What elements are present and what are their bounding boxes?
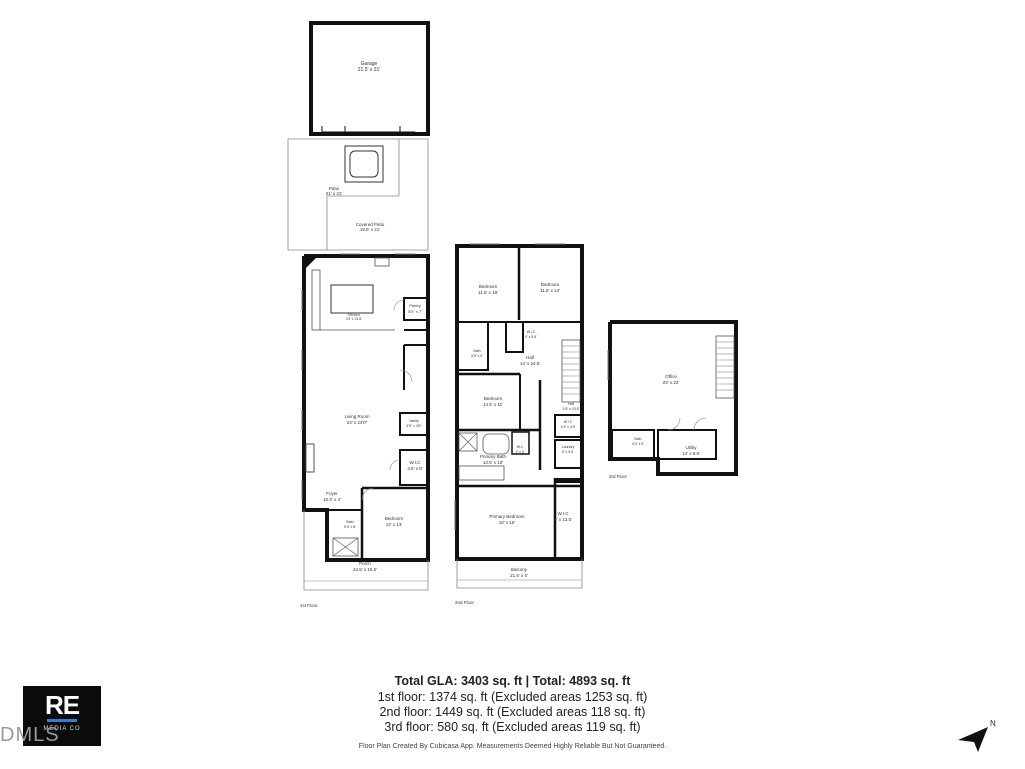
logo-accent-bar — [47, 719, 77, 722]
third-floor-area: 3rd floor: 580 sq. ft (Excluded areas 11… — [384, 720, 641, 734]
primary-bedroom-name: Primary Bedroom — [489, 514, 524, 519]
first-floor-walls — [301, 253, 430, 562]
vanity-dims: 4'5" x 4'5" — [406, 424, 422, 428]
laundry-dims: 6' x 6.5' — [562, 450, 574, 454]
logo-subtext: MEDIA CO — [43, 726, 81, 732]
primary-bath-name: Primary Bath — [480, 454, 507, 459]
bedroom1-name: Bedroom — [385, 516, 404, 521]
primary-bath-dims: 13.5' x 10' — [483, 460, 503, 465]
north-arrow-icon: N — [958, 719, 996, 752]
kitchen-name: Kitchen — [348, 313, 360, 317]
wic2c-name: W.I.C — [558, 511, 570, 516]
second-floor-area: 2nd floor: 1449 sq. ft (Excluded areas 1… — [379, 705, 646, 719]
laundry-name: Laundry — [562, 445, 575, 449]
covered-patio-name: Covered Patio — [356, 222, 385, 227]
first-floor-label: 1st Floor — [300, 603, 318, 608]
office-name: Office — [665, 374, 677, 379]
office-dims: 23' x 22' — [663, 380, 680, 385]
patio-dims: 21' x 21' — [326, 191, 343, 196]
hall2b-dims: 5.5' x 20.5' — [563, 407, 580, 411]
balcony-name: Balcony — [511, 567, 528, 572]
logo-text: RE — [44, 690, 80, 720]
bedroom2b-dims: 11.5' x 14' — [540, 288, 560, 293]
second-floor-plan: Bedroom 11.5' x 18' Bedroom 11.5' x 14' … — [454, 243, 584, 605]
hall2-dims: 14' x 24.5' — [520, 361, 540, 366]
stairs-2nd — [561, 339, 581, 403]
second-floor-label: 2nd Floor — [455, 600, 475, 605]
pantry-dims: 5'5" x 7' — [408, 309, 422, 314]
first-floor-area: 1st floor: 1374 sq. ft (Excluded areas 1… — [377, 690, 648, 704]
bedroom2b-name: Bedroom — [541, 282, 560, 287]
bedroom2a-name: Bedroom — [479, 284, 498, 289]
dmls-watermark: DMLS — [0, 724, 60, 746]
foyer-dims: 10.5' x 4' — [323, 497, 341, 502]
wic2c-dims: 4' x 13.5' — [554, 517, 572, 522]
living-room-dims: 23' x 24'0" — [347, 420, 368, 425]
garage-room: Garage 21.5' x 21' — [309, 21, 430, 136]
porch-dims: 24.5' x 15.5' — [353, 567, 377, 572]
patio-area: Patio 21' x 21' Covered Patio 18.5' x 21… — [287, 138, 429, 251]
bedroom2c-dims: 14.5' x 11' — [483, 402, 503, 407]
bath1-name: Bath — [346, 520, 353, 524]
wic2a-name: W.I.C — [527, 330, 536, 334]
wic2b-name: W.I.C — [564, 420, 573, 424]
re-media-logo: RE MEDIA CO — [23, 686, 101, 746]
patio-name: Patio — [329, 186, 340, 191]
bath1-dims: 5.5' x 8' — [344, 525, 356, 529]
utility-name: Utility — [686, 445, 698, 450]
hall2b-name: Hall — [568, 402, 574, 406]
foyer-name: Foyer — [326, 491, 338, 496]
vanity-name: Vanity — [409, 419, 419, 423]
covered-patio-dims: 18.5' x 21' — [360, 227, 380, 232]
third-floor-label: 3rd Floor — [609, 474, 628, 479]
porch-name: Porch — [359, 561, 371, 566]
second-floor-labels: Bedroom 11.5' x 18' Bedroom 11.5' x 14' … — [455, 282, 580, 605]
garage-name: Garage — [361, 61, 378, 67]
wic2a-dims: 4' x 5.5' — [525, 335, 537, 339]
wc-dims: 3' x 5' — [516, 450, 525, 454]
third-floor-labels: Office 23' x 22' Bath 9.5' x 5' Utility … — [609, 374, 700, 479]
wic1-name: W.I.C — [410, 460, 422, 465]
kitchen-dims: 23' x 13.5' — [346, 317, 362, 321]
balcony-area — [456, 559, 583, 589]
first-floor-labels: Kitchen 23' x 13.5' Pantry 5'5" x 7' Liv… — [300, 303, 423, 608]
living-room-name: Living Room — [344, 414, 369, 419]
wc-name: W.C — [517, 445, 524, 449]
bedroom1-dims: 12' x 13' — [386, 522, 403, 527]
third-floor-plan: Office 23' x 22' Bath 9.5' x 5' Utility … — [607, 320, 738, 479]
bath3-dims: 9.5' x 5' — [632, 442, 644, 446]
wic2b-dims: 4.5' x 4.5' — [561, 425, 576, 429]
third-floor-walls — [607, 320, 738, 476]
total-area-title: Total GLA: 3403 sq. ft | Total: 4893 sq.… — [394, 674, 631, 688]
balcony-dims: 21.5' x 5' — [510, 573, 528, 578]
first-floor-plan: Garage 21.5' x 21' Patio 21' x 21' Cover… — [287, 21, 430, 608]
bedroom2a-dims: 11.5' x 18' — [478, 290, 498, 295]
wic1-dims: 4.5' x 8' — [407, 466, 422, 471]
pantry-name: Pantry — [409, 303, 421, 308]
second-floor-walls — [454, 243, 584, 561]
hall2-name: Hall — [526, 355, 534, 360]
utility-dims: 14' x 8.5' — [682, 451, 700, 456]
bath3-name: Bath — [634, 437, 641, 441]
compass-label: N — [990, 719, 996, 728]
bath2-dims: 5.5' x 9' — [471, 354, 483, 358]
garage-dims: 21.5' x 21' — [358, 67, 381, 73]
bedroom2c-name: Bedroom — [484, 396, 503, 401]
disclaimer: Floor Plan Created By Cubicasa App. Meas… — [358, 743, 667, 750]
primary-bedroom-dims: 18' x 15' — [499, 520, 516, 525]
porch-area — [303, 510, 429, 591]
bath2-name: Bath — [473, 349, 480, 353]
